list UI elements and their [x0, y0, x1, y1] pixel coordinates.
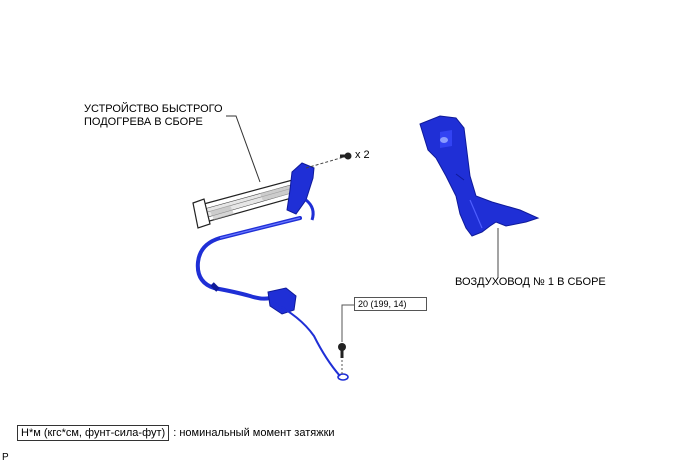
heater-leader-line [226, 115, 261, 183]
screw-install-line [305, 156, 345, 169]
heater-label-line1: УСТРОЙСТВО БЫСТРОГО [84, 103, 223, 115]
air-duct-assembly [419, 115, 540, 237]
torque-legend-description: : номинальный момент затяжки [173, 427, 335, 439]
torque-spec-box: 20 (199, 14) [354, 297, 427, 311]
bolt-leader-line [341, 304, 354, 375]
page-mark: P [2, 452, 9, 463]
bolt-icon [338, 343, 346, 358]
air-duct-label: ВОЗДУХОВОД № 1 В СБОРЕ [455, 276, 606, 288]
heater-label-line2: ПОДОГРЕВА В СБОРЕ [84, 116, 203, 128]
screw-icon [340, 152, 352, 160]
screw-quantity: x 2 [355, 149, 370, 161]
torque-legend: Н*м (кгс*см, фунт-сила-фут) : номинальны… [17, 425, 335, 441]
torque-unit-box: Н*м (кгс*см, фунт-сила-фут) [17, 425, 170, 441]
quick-heater-assembly [192, 162, 349, 381]
